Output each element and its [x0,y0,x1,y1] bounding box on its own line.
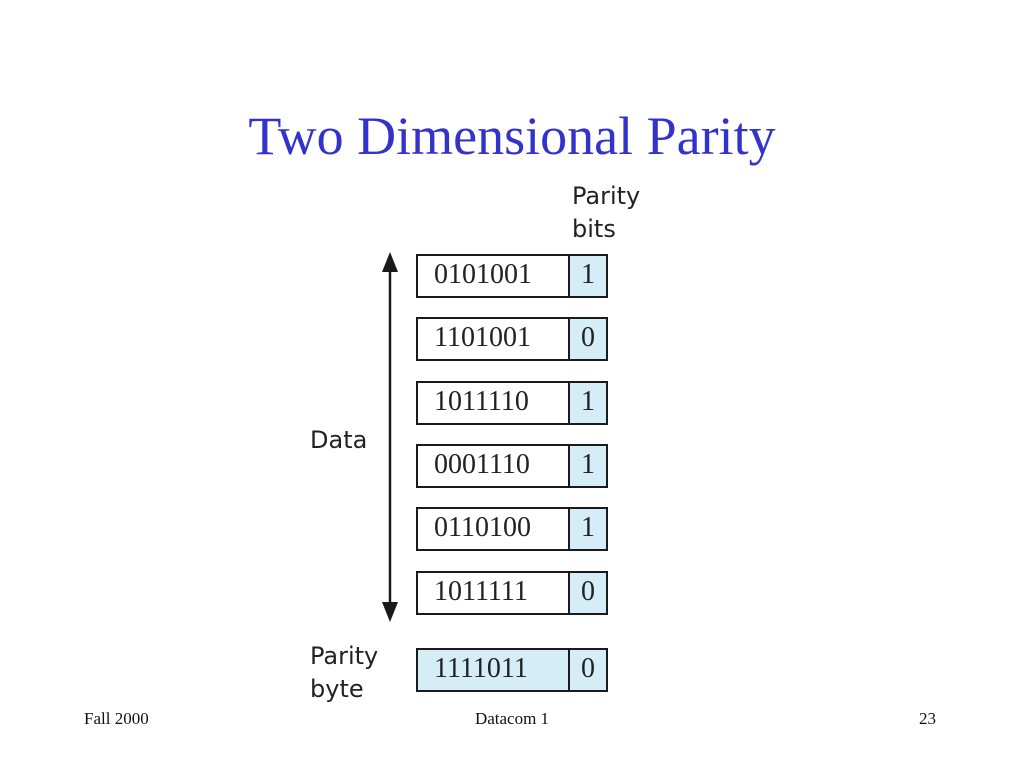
data-row: 0101001 1 [416,254,608,298]
parity-byte-label-line-1: Parity [310,642,379,670]
data-row: 0110100 1 [416,507,608,551]
parity-byte-bits: 1111011 [418,650,570,690]
data-range-arrow [382,252,398,622]
footer-course: Datacom 1 [474,709,550,728]
parity-bit: 1 [570,509,606,549]
data-row: 1101001 0 [416,317,608,361]
data-bits: 1011110 [418,383,570,423]
data-bits: 1101001 [418,319,570,359]
parity-bit: 0 [570,319,606,359]
data-bits: 0101001 [418,256,570,296]
data-label: Data [310,426,368,454]
parity-bits-label: Parity bits [572,180,640,246]
data-row: 1011110 1 [416,381,608,425]
footer-page-number: 23 [919,709,936,728]
parity-bit: 0 [570,573,606,613]
data-row: 1011111 0 [416,571,608,615]
parity-bit: 1 [570,256,606,296]
data-bits: 0110100 [418,509,570,549]
parity-bits-label-line-1: Parity [572,182,641,210]
parity-bit: 1 [570,446,606,486]
data-row: 0001110 1 [416,444,608,488]
data-bits: 1011111 [418,573,570,613]
parity-bit: 1 [570,383,606,423]
footer-date: Fall 2000 [84,709,149,728]
slide-title: Two Dimensional Parity [248,106,776,166]
parity-byte-label: Parity byte [310,640,378,706]
parity-bits-label-line-2: bits [572,215,616,243]
parity-byte-parity-bit: 0 [570,650,606,690]
parity-byte-label-line-2: byte [310,675,364,703]
parity-byte-row: 1111011 0 [416,648,608,692]
data-bits: 0001110 [418,446,570,486]
